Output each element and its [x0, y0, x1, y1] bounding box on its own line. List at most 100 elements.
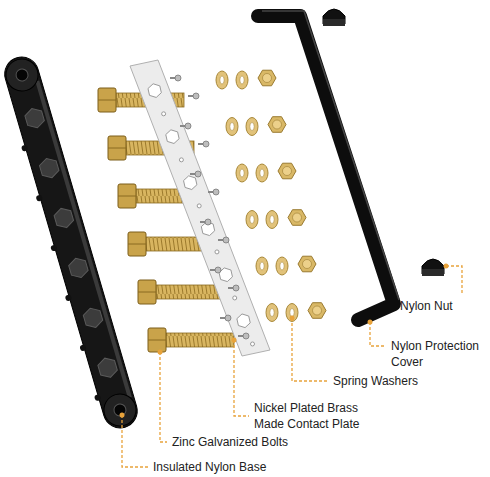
hex-nut [298, 256, 316, 272]
flat-washer [246, 211, 258, 229]
plate-hole [166, 130, 179, 144]
base-highlight [35, 80, 131, 398]
nut-face [273, 120, 282, 129]
leader-line [370, 322, 386, 346]
washer-hole [240, 76, 244, 84]
screw-head [175, 75, 181, 81]
nylon-nut-hex [323, 19, 345, 26]
base-hex-hole [96, 356, 118, 380]
bolt-thread [166, 333, 234, 347]
base-boss [100, 390, 140, 430]
base-hole [113, 403, 128, 418]
bolt-head-edge [148, 340, 166, 341]
small-screws [170, 75, 249, 339]
spring-washer [256, 164, 268, 182]
base-stud [50, 244, 57, 251]
washer-hole [280, 262, 284, 270]
screw-head [195, 171, 201, 177]
bolt-head-edge [118, 196, 136, 197]
bolt-head [98, 88, 116, 112]
bolt-head [108, 136, 126, 160]
washer-hole [270, 309, 274, 317]
hex-nut [258, 70, 276, 86]
nut-face [303, 260, 312, 269]
washer-hole [220, 76, 224, 84]
flat-washer [216, 71, 228, 89]
spring-washer [286, 304, 298, 322]
plate-body [130, 60, 270, 356]
base-stud [65, 294, 72, 301]
spring-washer [266, 211, 278, 229]
cover-body [258, 16, 394, 320]
base-hex-hole [38, 156, 60, 180]
base-hex-hole [82, 306, 104, 330]
plate-hole [148, 84, 161, 98]
hex-nut [308, 303, 326, 319]
spring-washer [276, 257, 288, 275]
part-label: Spring Washers [333, 373, 443, 389]
washer-hole [270, 216, 274, 224]
plate-hole [237, 314, 250, 328]
leader-dot [290, 316, 295, 321]
bolt-head-edge [98, 100, 116, 101]
plate-small-hole [251, 342, 255, 346]
screw-head [203, 141, 209, 147]
leader-dot [444, 264, 449, 269]
leader-dot [120, 413, 125, 418]
spring-washer [246, 118, 258, 136]
screw-head [185, 123, 191, 129]
base-boss [2, 55, 42, 95]
bolt-head [138, 280, 156, 304]
screw-head [213, 189, 219, 195]
part-label: Insulated Nylon Base [153, 459, 303, 475]
hex-nut [278, 163, 296, 179]
base-hole [15, 68, 30, 83]
nut-face [283, 167, 292, 176]
base-bar [1, 53, 142, 432]
leader-dot [368, 320, 373, 325]
plate-hole [184, 176, 197, 190]
screw-head [215, 267, 221, 273]
part-label: Nylon Nut [400, 298, 480, 314]
part-label: Zinc Galvanized Bolts [172, 434, 322, 450]
base-stud [36, 194, 43, 201]
flat-washer [236, 164, 248, 182]
washer-hole [240, 169, 244, 177]
bolt-head [148, 328, 166, 352]
base-stud [21, 144, 28, 151]
hex-nut [288, 210, 306, 226]
plate-small-hole [197, 204, 201, 208]
bolt-head [128, 232, 146, 256]
bolt-thread [156, 285, 224, 299]
washers-and-nuts [216, 70, 326, 321]
screw-head [225, 315, 231, 321]
part-label: Nylon Protection Cover [391, 338, 487, 370]
flat-washer [266, 304, 278, 322]
nut-face [263, 74, 272, 83]
screw-head [205, 219, 211, 225]
leader-line [160, 352, 167, 442]
bolt-head-edge [138, 292, 156, 293]
washer-hole [250, 216, 254, 224]
base-stud [79, 344, 86, 351]
leader-line [292, 318, 328, 381]
leader-dot [232, 338, 237, 343]
screw-head [233, 285, 239, 291]
bolt-head [118, 184, 136, 208]
hex-nut [268, 117, 286, 133]
plate-small-hole [233, 296, 237, 300]
washer-hole [250, 123, 254, 131]
base-hex-hole [24, 106, 46, 130]
nylon-nut-hex [422, 269, 444, 276]
bolt-head-edge [128, 244, 146, 245]
flat-washer [256, 257, 268, 275]
base-stud [94, 394, 101, 401]
washer-hole [260, 262, 264, 270]
leader-line [446, 266, 462, 294]
nylon-base [0, 53, 141, 433]
base-hex-hole [67, 256, 89, 280]
nut-face [293, 213, 302, 222]
